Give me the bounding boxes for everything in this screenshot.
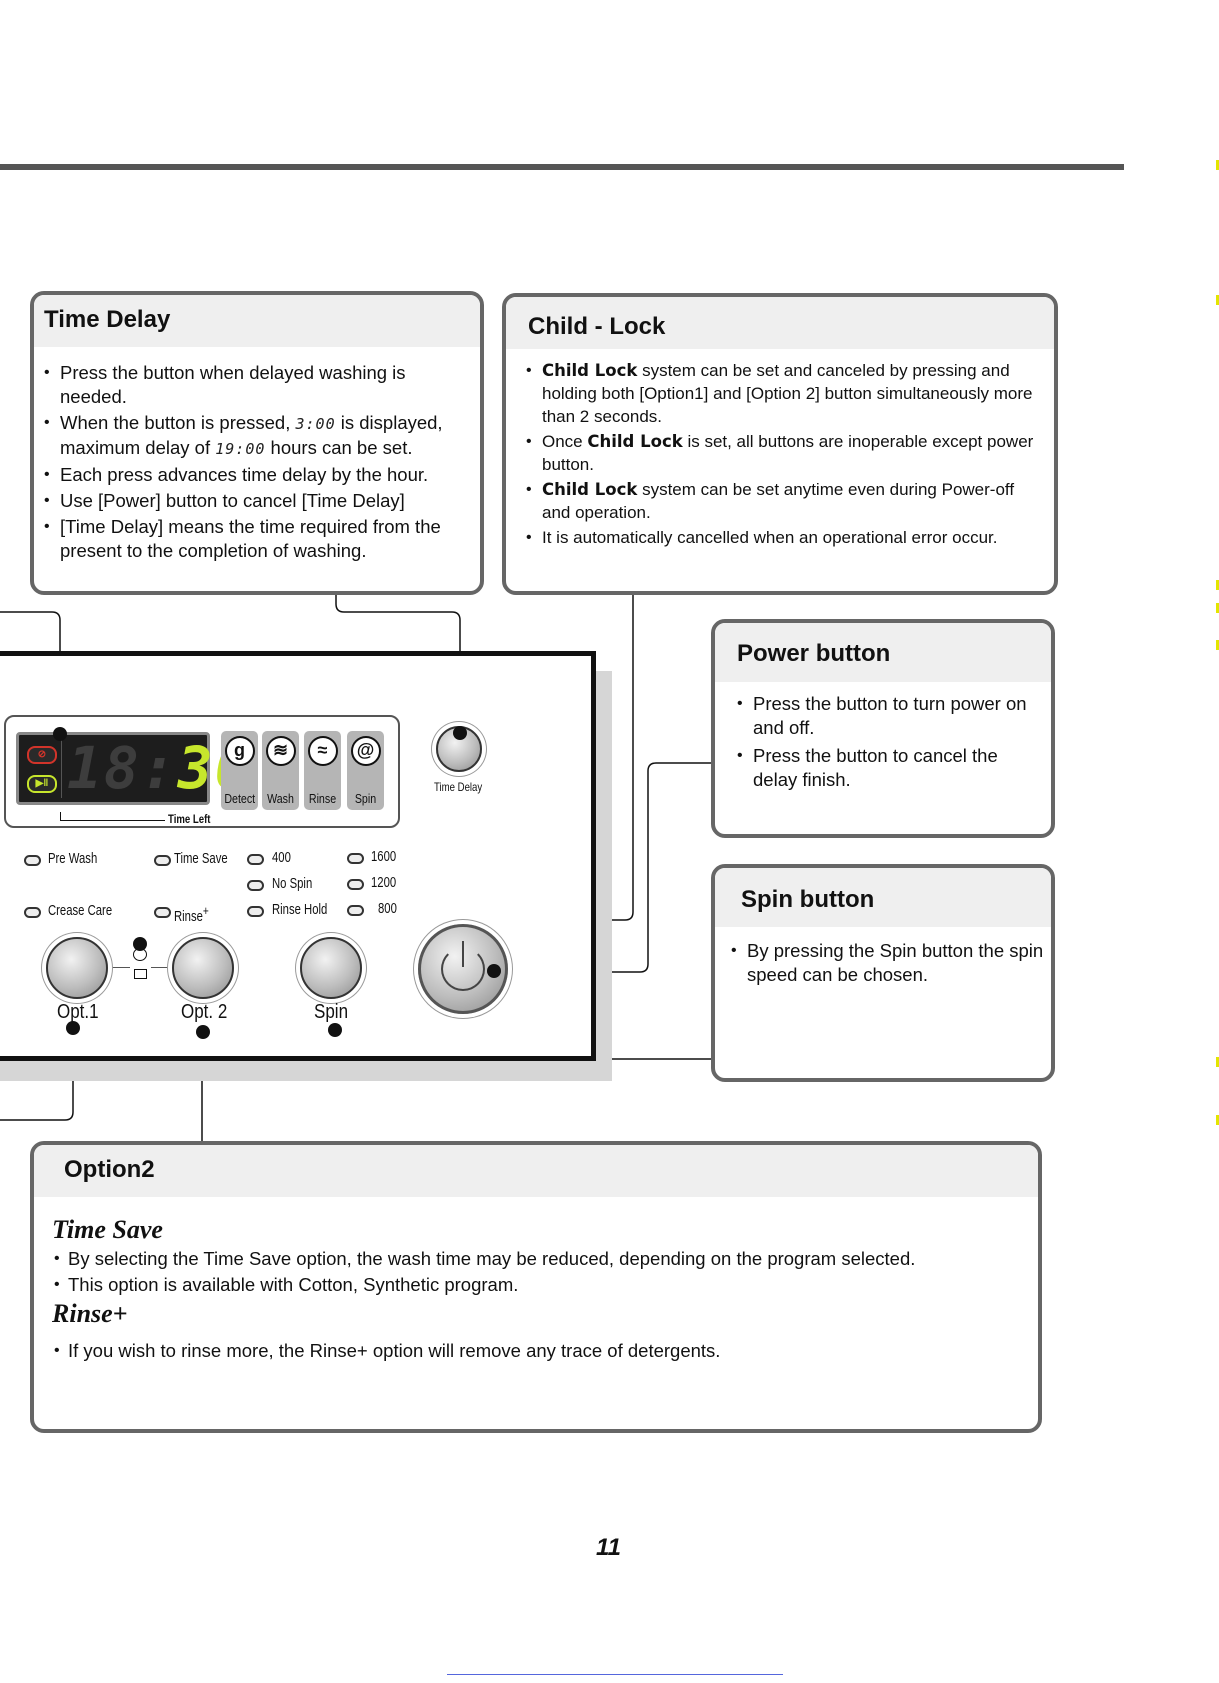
spin-400-led <box>247 854 264 865</box>
option2-button[interactable] <box>172 937 234 999</box>
list-item: Each press advances time delay by the ho… <box>42 463 472 487</box>
callout-dot-opt2 <box>196 1025 210 1039</box>
time-save-heading: Time Save <box>52 1215 163 1244</box>
list-item: By pressing the Spin button the spin spe… <box>729 939 1047 987</box>
time-delay-button-label: Time Delay <box>434 780 483 794</box>
list-item: Press the button to turn power on and of… <box>735 692 1043 740</box>
lcd-display: ⊘ ▶‖ 18:30 <box>16 732 252 805</box>
program-rinse: ≈Rinse <box>304 731 341 810</box>
detect-icon: g <box>224 736 255 766</box>
rinse-plus-heading: Rinse+ <box>52 1299 128 1328</box>
spin-knob[interactable] <box>300 937 362 999</box>
edge-mark <box>1216 640 1219 650</box>
edge-mark <box>1216 580 1219 590</box>
time-left-label: Time Left <box>168 812 211 826</box>
list-item: When the button is pressed, 3:00 is disp… <box>42 411 472 461</box>
callout-dot-power <box>487 964 501 978</box>
time-delay-card: Time Delay Press the button when delayed… <box>30 291 484 595</box>
option2-card: Option2 Time Save By selecting the Time … <box>30 1141 1042 1433</box>
display-divider <box>61 739 62 798</box>
time-left-bracket <box>60 812 165 821</box>
no-spin-label: No Spin <box>272 876 313 892</box>
list-item: Press the button when delayed washing is… <box>42 361 472 409</box>
time-readout: 18:30 <box>67 734 252 802</box>
wash-icon: ≋ <box>265 736 296 766</box>
callout-dot-spin <box>328 1023 342 1037</box>
edge-mark <box>1216 295 1219 305</box>
crease-care-led <box>24 907 41 918</box>
list-item: This option is available with Cotton, Sy… <box>52 1273 1020 1297</box>
power-button-card: Power button Press the button to turn po… <box>711 619 1055 838</box>
no-spin-led <box>247 880 264 891</box>
edge-mark <box>1216 160 1219 170</box>
crease-care-label: Crease Care <box>48 903 113 919</box>
spin-knob-label: Spin <box>314 1001 349 1023</box>
time-save-label: Time Save <box>174 851 228 867</box>
display-max-value: 19:00 <box>215 440 266 458</box>
spin-1200-label: 1200 <box>371 875 397 891</box>
list-item: Press the button to cancel the delay fin… <box>735 744 1043 792</box>
child-lock-link-right <box>151 967 169 968</box>
child-lock-link-left <box>112 967 130 968</box>
padlock-icon <box>134 969 147 979</box>
spin-400-label: 400 <box>272 850 291 866</box>
power-button-title: Power button <box>715 623 1051 682</box>
time-save-led <box>154 855 171 866</box>
play-pause-icon: ▶‖ <box>27 775 57 793</box>
list-item: Child Lock system can be set anytime eve… <box>524 478 1042 524</box>
rinse-icon: ≈ <box>307 736 338 766</box>
list-item: If you wish to rinse more, the Rinse+ op… <box>52 1339 1020 1363</box>
list-item: By selecting the Time Save option, the w… <box>52 1247 1020 1271</box>
footer-line <box>447 1674 783 1675</box>
rinse-hold-label: Rinse Hold <box>272 902 328 918</box>
rinse-plus-label: Rinse+ <box>174 903 209 925</box>
edge-mark <box>1216 603 1219 613</box>
program-spin: @Spin <box>347 731 384 810</box>
callout-dot-child-lock <box>133 937 147 951</box>
list-item: [Time Delay] means the time required fro… <box>42 515 472 563</box>
callout-dot-display <box>53 727 67 741</box>
child-lock-title: Child - Lock <box>506 297 1054 349</box>
list-item: Once Child Lock is set, all buttons are … <box>524 430 1042 476</box>
power-icon <box>441 947 485 991</box>
pre-wash-led <box>24 855 41 866</box>
option1-button[interactable] <box>46 937 108 999</box>
list-item: Child Lock system can be set and cancele… <box>524 359 1042 428</box>
option2-title: Option2 <box>34 1145 1038 1197</box>
edge-mark <box>1216 1115 1219 1125</box>
rinse-hold-led <box>247 906 264 917</box>
display-min-value: 3:00 <box>295 415 336 433</box>
delay-cancel-icon: ⊘ <box>27 746 57 764</box>
spin-800-label: 800 <box>378 901 397 917</box>
program-wash: ≋Wash <box>262 731 299 810</box>
spin-800-led <box>347 905 364 916</box>
spin-button-card: Spin button By pressing the Spin button … <box>711 864 1055 1082</box>
spin-button-title: Spin button <box>715 868 1051 927</box>
rinse-plus-led <box>154 907 171 918</box>
top-rule <box>0 164 1124 170</box>
page-number: 11 <box>596 1534 621 1561</box>
list-item: It is automatically cancelled when an op… <box>524 526 1042 549</box>
spin-1600-led <box>347 853 364 864</box>
callout-dot-opt1 <box>66 1021 80 1035</box>
option2-label: Opt. 2 <box>181 1001 228 1023</box>
callout-dot-time-delay <box>453 726 467 740</box>
child-lock-card: Child - Lock Child Lock system can be se… <box>502 293 1058 595</box>
edge-mark <box>1216 1057 1219 1067</box>
power-icon-stem <box>462 941 464 967</box>
spin-1600-label: 1600 <box>371 849 397 865</box>
list-item: Use [Power] button to cancel [Time Delay… <box>42 489 472 513</box>
spin-1200-led <box>347 879 364 890</box>
spin-icon: @ <box>350 736 381 766</box>
option1-label: Opt.1 <box>57 1001 99 1023</box>
pre-wash-label: Pre Wash <box>48 851 98 867</box>
time-delay-title: Time Delay <box>34 295 480 347</box>
